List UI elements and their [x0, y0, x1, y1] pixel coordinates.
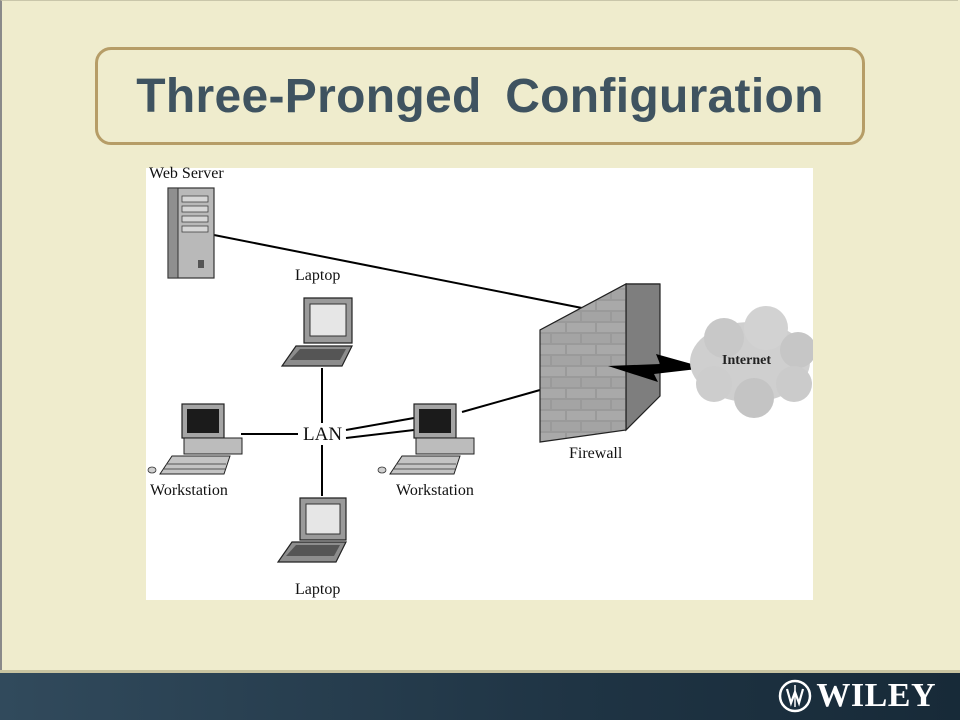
slide-title: Three-Pronged Configuration: [136, 69, 824, 123]
wiley-emblem-icon: [779, 679, 812, 713]
slide-frame: [0, 0, 958, 672]
link-lan-workstation-right-2: [345, 429, 415, 439]
wiley-logo: WILEY: [778, 677, 936, 715]
label-workstation-left: Workstation: [150, 482, 228, 499]
label-laptop-top: Laptop: [295, 267, 341, 284]
title-box: Three-Pronged Configuration: [95, 47, 865, 145]
network-diagram: Web Server Laptop LAN Workstation Workst…: [146, 165, 813, 600]
label-lan: LAN: [303, 424, 343, 445]
label-internet: Internet: [722, 353, 771, 368]
laptop-bottom-icon: [276, 497, 347, 563]
wiley-brand-text: WILEY: [816, 677, 936, 714]
label-workstation-right: Workstation: [396, 482, 474, 499]
workstation-right-icon: [377, 403, 475, 475]
diagram-canvas: [147, 187, 813, 563]
link-webserver-firewall: [213, 234, 583, 309]
laptop-top-icon: [280, 297, 353, 367]
firewall-icon: [539, 282, 661, 443]
web-server-icon: [167, 187, 215, 279]
label-web-server: Web Server: [149, 165, 224, 182]
label-firewall: Firewall: [569, 445, 623, 462]
internet-cloud-icon: [690, 306, 813, 418]
link-workstation-firewall: [461, 389, 541, 413]
footer-divider: [0, 670, 960, 673]
workstation-left-icon: [147, 403, 243, 475]
link-lan-workstation-right: [345, 417, 415, 431]
label-laptop-bottom: Laptop: [295, 581, 341, 598]
lightning-bolt-icon: [608, 354, 706, 382]
